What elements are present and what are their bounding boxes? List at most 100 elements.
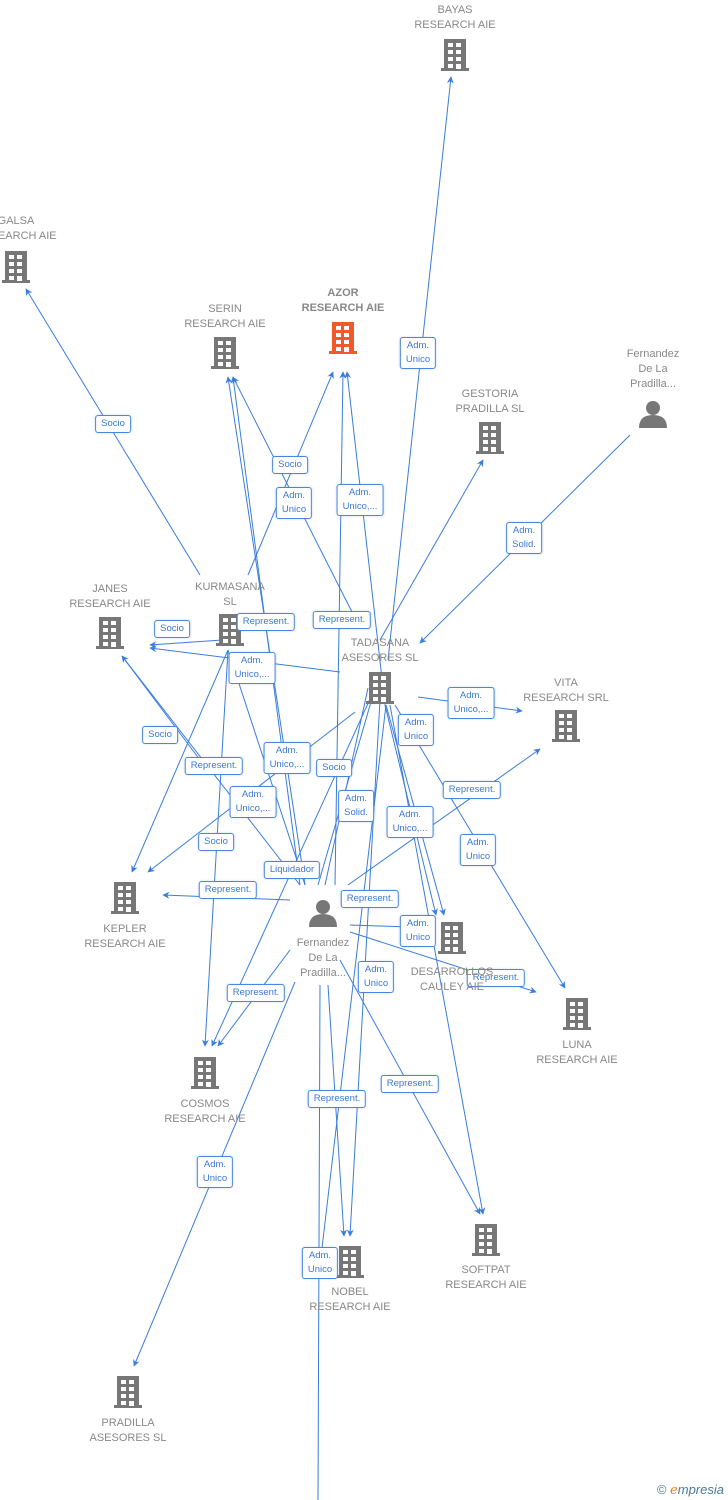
edge-label-line: Represent.	[346, 893, 394, 904]
edge-label-line: Represent.	[448, 784, 496, 795]
edge-label[interactable]: Represent.	[236, 613, 296, 631]
edge-label-line: Socio	[101, 418, 125, 429]
node-label-line: RESEARCH AIE	[184, 318, 266, 330]
edge-label[interactable]: Adm.Unico,...	[336, 484, 384, 516]
edge-label[interactable]: Adm. Unico,...	[386, 806, 434, 838]
edge-label[interactable]: Adm.Unico	[399, 915, 437, 947]
edge-label[interactable]: Socio	[316, 759, 352, 777]
node-label-line: BAYAS	[437, 4, 473, 16]
edge-label[interactable]: Socio	[95, 415, 131, 433]
edge-label[interactable]: Represent.	[307, 1090, 367, 1108]
building-icon[interactable]	[472, 1224, 500, 1256]
node-label-line: RESEARCH AIE	[536, 1054, 618, 1066]
edge-label-line: Represent.	[313, 1093, 361, 1104]
edge-label-line: Adm.	[203, 1159, 227, 1170]
building-icon[interactable]	[211, 337, 239, 369]
person-icon[interactable]	[639, 401, 667, 428]
building-icon[interactable]	[2, 251, 30, 283]
edge-label[interactable]: Represent.	[442, 781, 502, 799]
building-icon[interactable]	[563, 998, 591, 1030]
edge-label[interactable]: Represent.	[198, 881, 258, 899]
node-label-luna[interactable]: LUNA RESEARCH AIE	[536, 1038, 617, 1068]
building-icon[interactable]	[441, 39, 469, 71]
edge-label[interactable]: Socio	[198, 833, 234, 851]
edge-label[interactable]: Adm.Unico,...	[263, 742, 311, 774]
edge-label[interactable]: Represent.	[466, 969, 526, 987]
edge-label[interactable]: Represent.	[312, 611, 372, 629]
edge-label[interactable]: Adm.Unico	[357, 961, 395, 993]
edge-label[interactable]: Adm.Unico	[275, 487, 313, 519]
node-label-line: RESEARCH AIE	[301, 302, 385, 314]
node-label-line: RESEARCH AIE	[445, 1279, 527, 1291]
edge-label[interactable]: Represent.	[340, 890, 400, 908]
node-label-line: GALSA	[0, 215, 35, 227]
edge-label-line: Adm.	[398, 809, 422, 820]
edge-label-line: Represent.	[204, 884, 252, 895]
edge-label-line: Liquidador	[269, 864, 315, 875]
building-icon[interactable]	[111, 882, 139, 914]
edge-label-line: Unico	[403, 731, 429, 742]
edge-label[interactable]: Adm.Solid.	[338, 790, 374, 822]
node-label-galsa[interactable]: GALSARESEARCH AIE	[0, 214, 57, 244]
edge-label-line: Unico,...	[392, 823, 428, 834]
edge-label[interactable]: Adm.Unico,...	[447, 687, 495, 719]
node-label-line: LUNA	[562, 1039, 592, 1051]
node-label-line: De La	[308, 952, 338, 964]
node-label-line: SERIN	[208, 303, 242, 315]
node-label-line: Fernandez	[626, 348, 680, 360]
node-label-serin[interactable]: SERIN RESEARCH AIE	[184, 302, 265, 332]
edge-line	[327, 984, 348, 1237]
edge-label-line: Unico	[281, 504, 307, 515]
edge-label[interactable]: Adm.Solid.	[506, 522, 542, 554]
building-icon[interactable]	[216, 614, 244, 646]
edge-label-line: Unico	[363, 978, 389, 989]
building-icon[interactable]	[191, 1057, 219, 1089]
building-icon[interactable]	[552, 710, 580, 742]
edge-label[interactable]: Adm.Unico,...	[229, 786, 277, 818]
edge-label[interactable]: Represent.	[380, 1075, 440, 1093]
edge-label-line: Adm.	[466, 837, 490, 848]
edge-label[interactable]: Socio	[272, 456, 308, 474]
person-icon[interactable]	[309, 900, 337, 927]
edge-line	[230, 376, 301, 886]
edge-label-line: Socio	[148, 729, 172, 740]
building-icon[interactable]	[336, 1246, 364, 1278]
edge-label[interactable]: Socio	[154, 620, 190, 638]
building-icon[interactable]	[114, 1376, 142, 1408]
edge-label[interactable]: Adm.Unico,...	[228, 652, 276, 684]
building-icon[interactable]	[329, 322, 357, 354]
copyright-symbol: ©	[656, 1482, 667, 1497]
building-icon[interactable]	[96, 617, 124, 649]
building-icon[interactable]	[476, 422, 504, 454]
edge-label[interactable]: Liquidador	[263, 861, 321, 879]
edge-label[interactable]: Socio	[142, 726, 178, 744]
edge-label-line: Adm.	[240, 655, 264, 666]
edge-label[interactable]: Adm.Unico	[399, 337, 437, 369]
edge-label[interactable]: Adm.Unico	[459, 834, 497, 866]
building-icon[interactable]	[366, 672, 394, 704]
edge-label[interactable]: Represent.	[226, 984, 286, 1002]
edge-label[interactable]: Adm.Unico	[301, 1247, 339, 1279]
node-label-line: ASESORES SL	[341, 652, 419, 664]
edge-line	[379, 459, 484, 641]
building-icon[interactable]	[438, 922, 466, 954]
edge-label[interactable]: Adm.Unico	[196, 1156, 234, 1188]
edge-label-line: Adm.	[406, 918, 430, 929]
edge-label[interactable]: Adm.Unico	[397, 714, 435, 746]
edge-label[interactable]: Represent.	[184, 757, 244, 775]
